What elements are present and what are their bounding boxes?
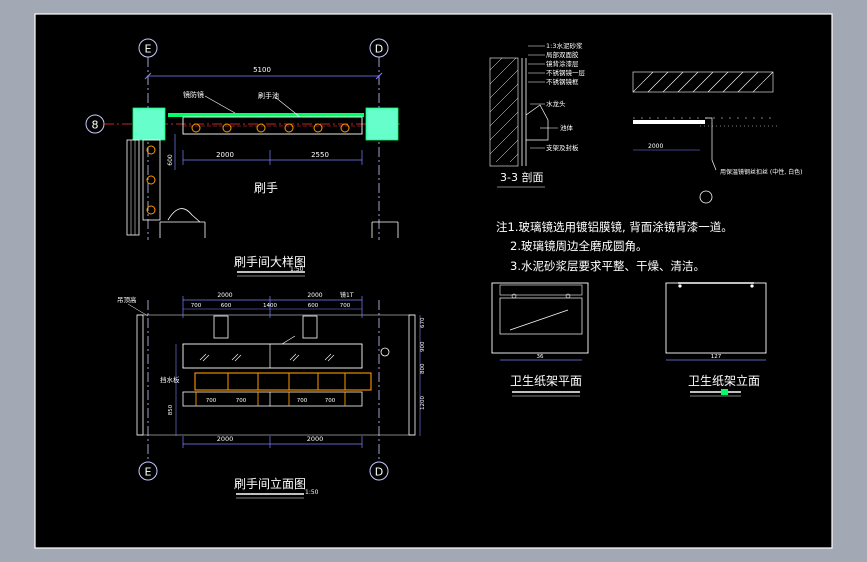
- elev-bubble-e: [138, 461, 158, 481]
- section-faucet: 水龙头: [546, 99, 566, 108]
- notes-block: 注1.玻璃镜选用镀铝膜镜, 背面涂镜背漆一道。 2.玻璃镜周边全磨成圆角。 3.…: [496, 220, 733, 273]
- dim-overall: 5100: [253, 66, 271, 74]
- elev-row2-5: 700: [340, 303, 351, 309]
- note-line-1: 注1.玻璃镜选用镀铝膜镜, 背面涂镜背漆一道。: [496, 220, 733, 234]
- elev-row2-2: 600: [221, 303, 232, 309]
- note-line-3: 3.水泥砂浆层要求平整、干燥、清洁。: [510, 259, 705, 273]
- elev-row2-4: 600: [308, 303, 319, 309]
- dim-side: 600: [167, 154, 174, 166]
- plan-drawing: E D 8 5100 镜防镜: [85, 38, 400, 277]
- room-label: 刷手: [254, 181, 278, 195]
- elev-scale: 1:50: [305, 489, 319, 496]
- section-note-right: 用保温镜钢丝扣丝 (中性, 白色): [720, 168, 802, 176]
- elev-label-d: D: [375, 466, 383, 479]
- plan-scale: 1:50: [290, 266, 304, 273]
- holder-elev-dim: 127: [711, 354, 722, 360]
- elev-bottom-3: 700: [297, 398, 308, 404]
- mirror-detail-plate: [633, 120, 705, 124]
- section-basin: 池体: [560, 123, 574, 132]
- elev-basin-row: [194, 372, 372, 391]
- door-swing: [167, 208, 201, 223]
- selection-grip[interactable]: [721, 389, 728, 395]
- section-drawing: 1:3水泥砂浆 局部双面胶 镜背涂漆层 不锈钢镜一层 不锈钢镜框 水龙头 池体 …: [489, 41, 802, 204]
- elev-top-dim-1: 2000: [217, 292, 232, 299]
- label-basin: 刷手池: [258, 91, 279, 100]
- section-label-4: 不锈钢镜一层: [546, 68, 586, 77]
- section-label-1: 1:3水泥砂浆: [546, 41, 583, 50]
- elev-right-dim-3: 800: [420, 363, 426, 374]
- elev-top-tag: 镜1T: [340, 291, 354, 299]
- elevation-drawing: E D 2000 2000 镜1T 700 600 1400 600 700: [117, 291, 426, 499]
- elev-title: 刷手间立面图: [234, 476, 306, 491]
- grid-label-e: E: [145, 43, 152, 56]
- elev-bottom-4: 700: [325, 398, 336, 404]
- basin-counter: [182, 116, 363, 135]
- label-mirror: 镜防镜: [183, 90, 204, 99]
- elev-left-label: 吊顶高: [117, 295, 137, 304]
- elev-bottom-2: 700: [236, 398, 247, 404]
- elev-right-dim-1: 670: [420, 317, 426, 328]
- elev-bottom-1: 700: [206, 398, 217, 404]
- section-label-5: 不锈钢镜框: [546, 77, 579, 86]
- elev-row2-3: 1400: [263, 303, 277, 309]
- elev-top-dim-2: 2000: [307, 292, 322, 299]
- elev-dim-bottom-1: 2000: [217, 435, 234, 443]
- elev-mid-label: 挡水板: [160, 375, 180, 384]
- drawing-background: [35, 14, 832, 548]
- elev-right-dim-2: 900: [420, 341, 426, 352]
- section-label-2: 局部双面胶: [546, 50, 579, 59]
- elev-right-dim-4: 1200: [420, 396, 426, 410]
- holder-plan-dim: 36: [537, 354, 544, 360]
- paper-holder-drawing: 36 卫生纸架平面 127 卫生纸架立面: [491, 282, 767, 397]
- section-dim: 2000: [648, 143, 663, 150]
- elev-mirror: [182, 343, 363, 369]
- grid-label-d: D: [375, 43, 383, 56]
- elev-label-e: E: [145, 466, 152, 479]
- basin-holes: [191, 123, 350, 133]
- holder-plan-title: 卫生纸架平面: [510, 374, 582, 388]
- wall-unit: [142, 139, 161, 221]
- mirror-strip: [168, 113, 364, 117]
- grid-label-8: 8: [92, 119, 99, 132]
- elev-row2-1: 700: [191, 303, 202, 309]
- note-line-2: 2.玻璃镜周边全磨成圆角。: [510, 239, 647, 253]
- left-wall: [126, 139, 140, 236]
- column-right: [365, 107, 399, 141]
- section-title: 3-3 剖面: [500, 170, 543, 184]
- dim-left: 2000: [216, 151, 234, 159]
- elev-dim-bottom-2: 2000: [307, 435, 324, 443]
- holder-elev-title: 卫生纸架立面: [688, 373, 760, 388]
- dim-right: 2550: [311, 151, 329, 159]
- elev-bubble-d: [369, 461, 389, 481]
- plan-title: 刷手间大样图: [234, 254, 306, 269]
- section-bracket: 支架及封板: [546, 143, 579, 152]
- column-left: [132, 107, 166, 141]
- sheet-border: [34, 13, 833, 549]
- elev-left-dim: 850: [168, 404, 174, 415]
- section-label-3: 镜背涂漆层: [546, 59, 579, 68]
